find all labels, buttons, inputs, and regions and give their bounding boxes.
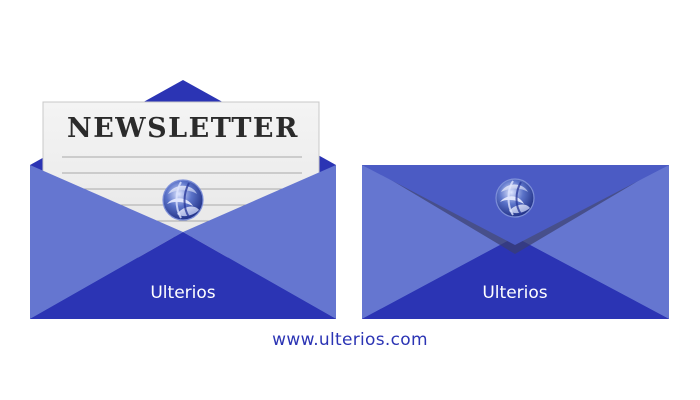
open-envelope-left-flap — [30, 165, 183, 319]
closed-envelope-right-flap — [515, 165, 669, 319]
website-link[interactable]: www.ulterios.com — [272, 330, 428, 350]
closed-envelope: Ulterios — [362, 165, 669, 319]
closed-envelope-left-flap — [362, 165, 515, 319]
closed-envelope-brand-label: Ulterios — [482, 283, 547, 303]
open-envelope-brand-label: Ulterios — [150, 283, 215, 303]
open-envelope: NEWSLETTER Ulterios — [30, 80, 336, 319]
open-envelope-bottom-flap — [30, 232, 336, 319]
ulterios-logo-icon — [495, 178, 535, 218]
newsletter-title: NEWSLETTER — [67, 113, 299, 144]
ulterios-logo-icon — [162, 179, 204, 221]
closed-envelope-bottom-flap — [362, 237, 669, 319]
open-envelope-right-flap — [183, 165, 336, 319]
